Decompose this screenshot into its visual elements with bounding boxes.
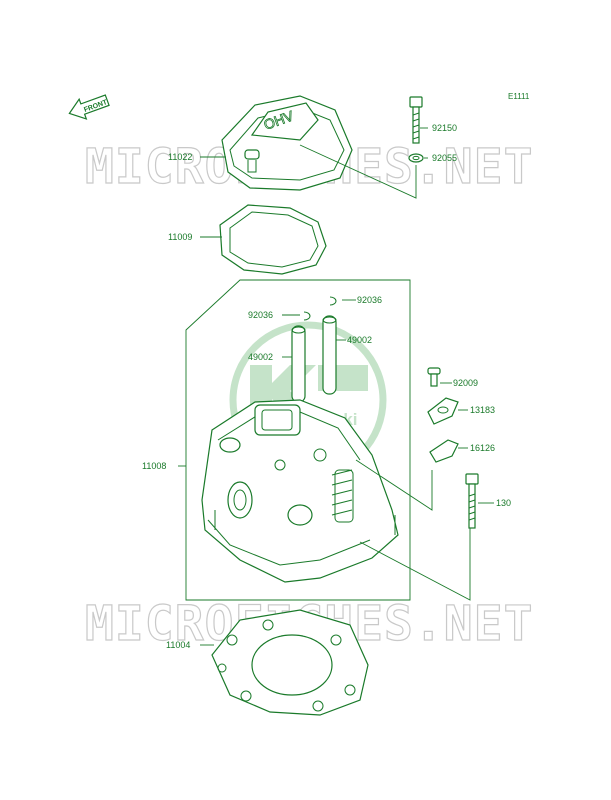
push-rod-49002-right-icon: [322, 315, 337, 395]
push-rod-49002-left-icon: [291, 325, 306, 403]
part-label-11004: 11004: [166, 640, 190, 650]
part-labels: 92150 11022 92055 11009 92036 92036 4900…: [142, 123, 511, 650]
screw-92009-icon: [427, 367, 441, 387]
cylinder-head-box: [185, 279, 411, 601]
base-gasket-11004-icon: [211, 609, 369, 716]
cylinder-head-11008-icon: [201, 399, 399, 583]
bolt-130-icon: [465, 473, 479, 529]
part-label-92009: 92009: [453, 378, 478, 388]
washer-92055-icon: [408, 153, 424, 163]
leader-lines: [178, 127, 494, 646]
head-cover-11022-icon: OHV: [221, 95, 353, 191]
clip-92036-left-icon: [303, 311, 311, 321]
part-label-11009: 11009: [168, 232, 192, 242]
clip-92036-right-icon: [329, 296, 337, 306]
diagram-code: E1111: [508, 92, 530, 101]
front-arrow-icon: FRONT: [68, 94, 110, 120]
part-label-92055: 92055: [432, 153, 457, 163]
plate-16126-icon: [429, 439, 459, 463]
gasket-13183-icon: [427, 397, 459, 425]
bolt-92150-icon: [409, 96, 423, 144]
part-label-92150: 92150: [432, 123, 457, 133]
gasket-11009-icon: [219, 204, 327, 275]
part-label-49002-left: 49002: [248, 352, 273, 362]
part-label-92036-left: 92036: [248, 310, 273, 320]
part-label-130: 130: [496, 498, 511, 508]
part-label-11022: 11022: [168, 152, 192, 162]
part-label-49002-right: 49002: [347, 335, 372, 345]
part-label-11008: 11008: [142, 461, 166, 471]
part-label-13183: 13183: [470, 405, 495, 415]
part-label-92036-right: 92036: [357, 295, 382, 305]
part-label-16126: 16126: [470, 443, 495, 453]
